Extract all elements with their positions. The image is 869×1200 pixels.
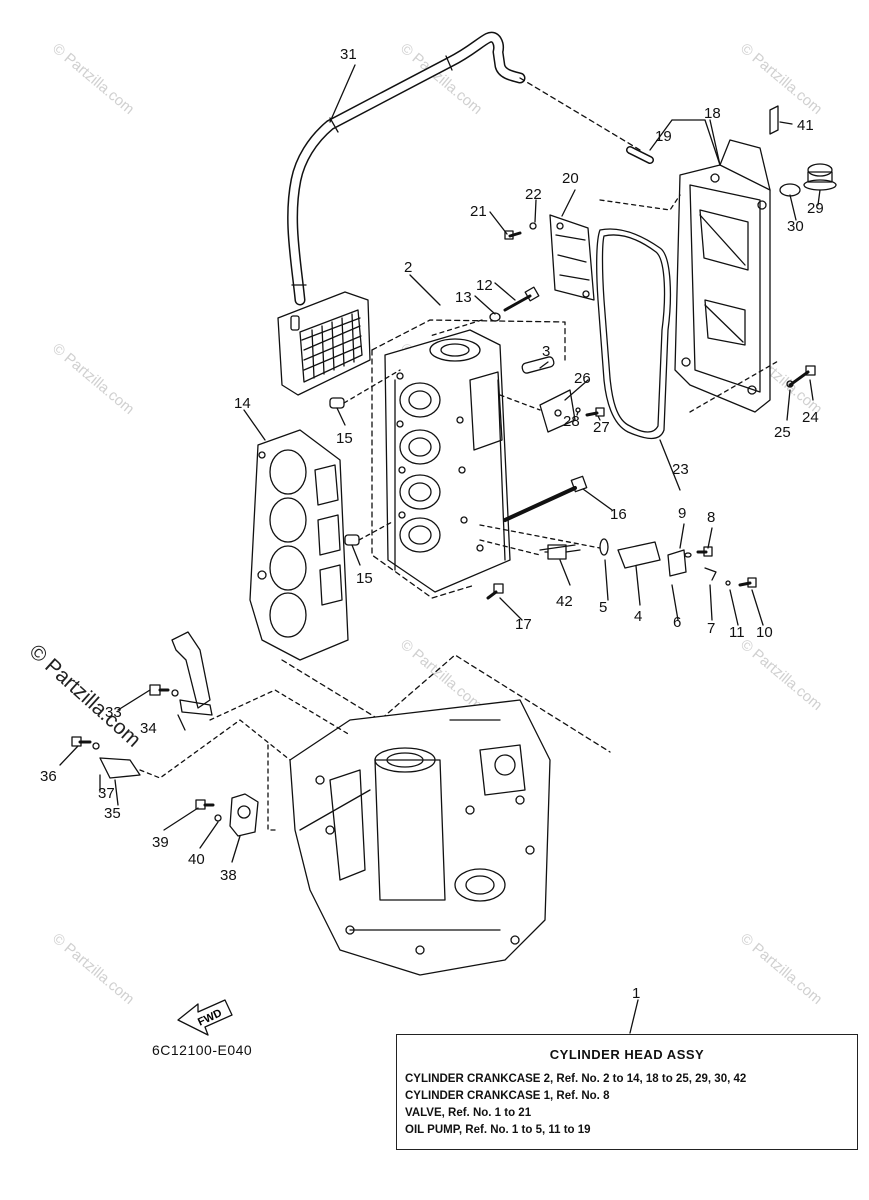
callout-label: 30 xyxy=(787,218,804,235)
callout-label: 7 xyxy=(707,620,715,637)
callout-label: 2 xyxy=(404,259,412,276)
callout-label: 15 xyxy=(356,570,373,587)
callout-label: 21 xyxy=(470,203,487,220)
callout-label: 6 xyxy=(673,614,681,631)
callout-label: 42 xyxy=(556,593,573,610)
callout-label: 26 xyxy=(574,370,591,387)
diagram-code: 6C12100-E040 xyxy=(152,1042,253,1058)
callout-label: 31 xyxy=(340,46,357,63)
callout-label: 33 xyxy=(105,704,122,721)
callout-label: 8 xyxy=(707,509,715,526)
assembly-lines: CYLINDER CRANKCASE 2, Ref. No. 2 to 14, … xyxy=(405,1071,857,1139)
callout-label: 28 xyxy=(563,413,580,430)
callout-label: 5 xyxy=(599,599,607,616)
assembly-line: VALVE, Ref. No. 1 to 21 xyxy=(405,1107,532,1119)
callout-label: 16 xyxy=(610,506,627,523)
callout-label: 19 xyxy=(655,128,672,145)
cylinder-head-cover xyxy=(674,139,771,413)
assembly-info-box: CYLINDER HEAD ASSY CYLINDER CRANKCASE 2,… xyxy=(396,1034,858,1150)
callout-label: 11 xyxy=(729,624,745,641)
callout-label: 25 xyxy=(774,424,791,441)
assembly-line: OIL PUMP, Ref. No. 1 to 5, 11 to 19 xyxy=(405,1124,591,1136)
callout-label: 10 xyxy=(756,624,773,641)
callout-label: 41 xyxy=(797,117,814,134)
callout-label: 4 xyxy=(634,608,642,625)
callout-label: 38 xyxy=(220,867,237,884)
callout-label: 27 xyxy=(593,419,610,436)
cover-plate xyxy=(549,214,595,301)
callout-label: 39 xyxy=(152,834,169,851)
callout-label: 35 xyxy=(104,805,121,822)
cover-gasket xyxy=(596,228,672,440)
callout-labels: 1 2 3 4 5 6 7 8 9 10 11 12 13 14 15 15 1… xyxy=(40,46,824,1002)
callout-label: 24 xyxy=(802,409,819,426)
assembly-line: CYLINDER CRANKCASE 1, Ref. No. 8 xyxy=(405,1090,610,1102)
callout-label: 17 xyxy=(515,616,532,633)
callout-label: 9 xyxy=(678,505,686,522)
callout-label: 14 xyxy=(234,395,251,412)
callout-label: 23 xyxy=(672,461,689,478)
pin-3 xyxy=(521,356,555,374)
callout-label: 15 xyxy=(336,430,353,447)
breather-filter xyxy=(277,291,371,396)
head-gasket xyxy=(249,429,349,661)
cylinder-head xyxy=(384,329,511,593)
callout-label: 18 xyxy=(704,105,721,122)
callout-label: 37 xyxy=(98,785,115,802)
callout-label: 40 xyxy=(188,851,205,868)
callout-label: 29 xyxy=(807,200,824,217)
callout-label: 13 xyxy=(455,289,472,306)
callout-label: 1 xyxy=(632,985,640,1002)
filler-cap xyxy=(803,163,837,191)
callout-label: 3 xyxy=(542,343,550,360)
callout-label: 34 xyxy=(140,720,157,737)
callout-label: 36 xyxy=(40,768,57,785)
callout-label: 22 xyxy=(525,186,542,203)
callout-label: 20 xyxy=(562,170,579,187)
assembly-title: CYLINDER HEAD ASSY xyxy=(549,1047,705,1062)
callout-label: 12 xyxy=(476,277,493,294)
crankcase xyxy=(289,699,551,976)
assembly-line: CYLINDER CRANKCASE 2, Ref. No. 2 to 14, … xyxy=(405,1073,747,1085)
